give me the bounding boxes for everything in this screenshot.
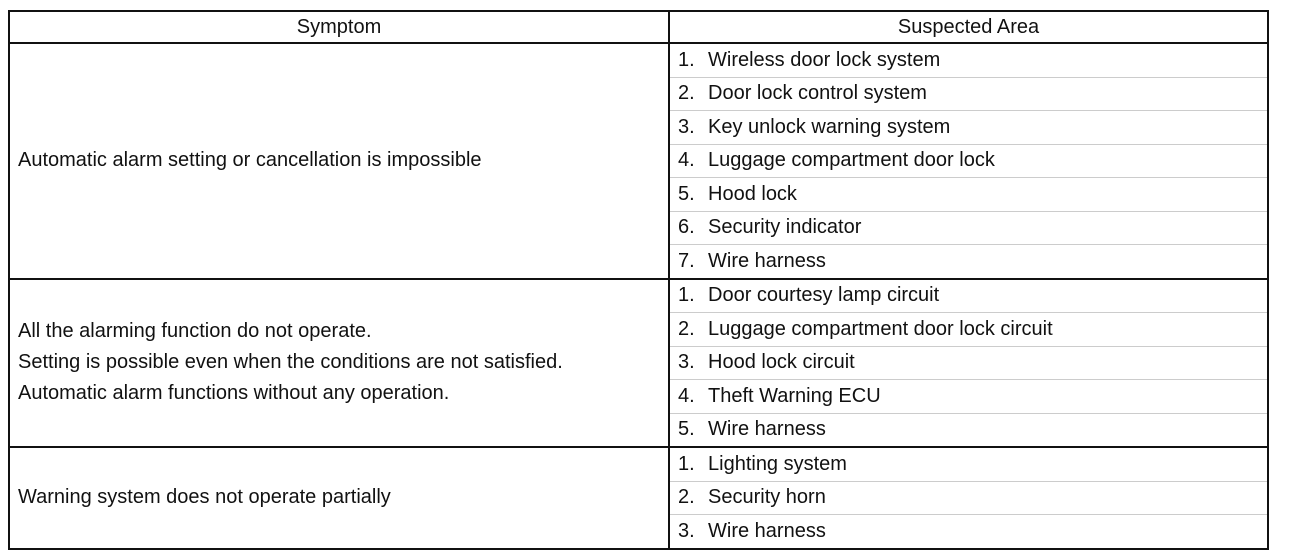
symptom-line: Warning system does not operate partiall… [18,486,391,509]
symptom-cell: Automatic alarm setting or cancellation … [10,44,670,278]
symptom-column-header: Symptom [10,12,670,42]
suspected-area-cell: 1. Door courtesy lamp circuit 2. Luggage co… [670,280,1267,447]
item-text: Key unlock warning system [708,115,951,138]
suspected-area-item: 2. Door lock control system [670,76,1267,111]
item-number: 3. [678,351,695,374]
suspected-area-column-header: Suspected Area [897,15,1040,38]
symptom-line: Setting is possible even when the condit… [18,351,563,374]
item-number: 2. [678,82,695,105]
item-text: Wire harness [708,249,826,272]
symptom-line: Automatic alarm setting or cancellation … [18,149,482,172]
suspected-area-item: 1. Door courtesy lamp circuit [670,280,1267,313]
item-text: Wireless door lock system [708,48,941,71]
item-number: 7. [678,249,695,272]
suspected-area-cell: 1. Lighting system 2. Security horn 3. Wire h… [670,448,1267,548]
item-number: 3. [678,519,695,542]
suspected-area-item: 3. Key unlock warning system [670,110,1267,144]
symptom-cell: All the alarming function do not operate… [10,279,670,446]
suspected-area-item: 1. Wireless door lock system [670,44,1267,77]
suspected-area-item: 6. Security indicator [670,210,1267,245]
item-text: Wire harness [708,519,826,542]
suspected-area-item: 4. Theft Warning ECU [670,379,1267,413]
item-text: Luggage compartment door lock circuit [708,317,1053,340]
suspected-area-item: 2. Security horn [670,480,1267,515]
suspected-area-cell: 1. Wireless door lock system 2. Door lock c… [670,44,1267,278]
item-number: 1. [678,48,695,71]
item-text: Theft Warning ECU [708,384,881,407]
suspected-area-item: 7. Wire harness [670,244,1267,278]
item-text: Door courtesy lamp circuit [708,284,940,307]
suspected-area-item: 4. Luggage compartment door lock [670,143,1267,178]
suspected-area-item: 5. Wire harness [670,412,1267,447]
suspected-area-list: 1. Door courtesy lamp circuit 2. Luggage co… [670,280,1267,447]
suspected-area-list: 1. Wireless door lock system 2. Door lock c… [670,44,1267,278]
item-text: Hood lock [708,182,797,205]
item-number: 1. [678,452,695,475]
item-number: 4. [678,149,695,172]
table-row: Warning system does not operate partiall… [10,446,1267,548]
suspected-area-item: 2. Luggage compartment door lock circuit [670,312,1267,346]
table-row: Automatic alarm setting or cancellation … [10,42,1267,278]
suspected-area-item: 5. Hood lock [670,177,1267,211]
item-text: Wire harness [708,418,826,441]
suspected-area-item: 3. Wire harness [670,514,1267,548]
item-number: 3. [678,115,695,138]
item-number: 5. [678,182,695,205]
table-row: All the alarming function do not operate… [10,277,1267,447]
item-text: Luggage compartment door lock [708,149,995,172]
item-text: Lighting system [708,452,847,475]
troubleshooting-table: Symptom Suspected Area Automatic alarm s… [8,10,1269,550]
item-number: 5. [678,418,695,441]
table-body: Automatic alarm setting or cancellation … [10,42,1267,548]
item-text: Door lock control system [708,82,927,105]
table-header-row: Symptom Suspected Area [10,12,1267,42]
item-number: 6. [678,216,695,239]
item-number: 1. [678,284,695,307]
suspected-area-item: 1. Lighting system [670,448,1267,481]
item-text: Hood lock circuit [708,351,855,374]
symptom-cell: Warning system does not operate partiall… [10,448,670,548]
item-text: Security indicator [708,216,862,239]
suspected-area-list: 1. Lighting system 2. Security horn 3. Wire h… [670,448,1267,548]
symptom-line: Automatic alarm functions without any op… [18,382,450,405]
symptom-line: All the alarming function do not operate… [18,320,372,343]
item-text: Security horn [708,486,826,509]
suspected-area-item: 3. Hood lock circuit [670,345,1267,380]
item-number: 2. [678,317,695,340]
item-number: 4. [678,384,695,407]
item-number: 2. [678,486,695,509]
